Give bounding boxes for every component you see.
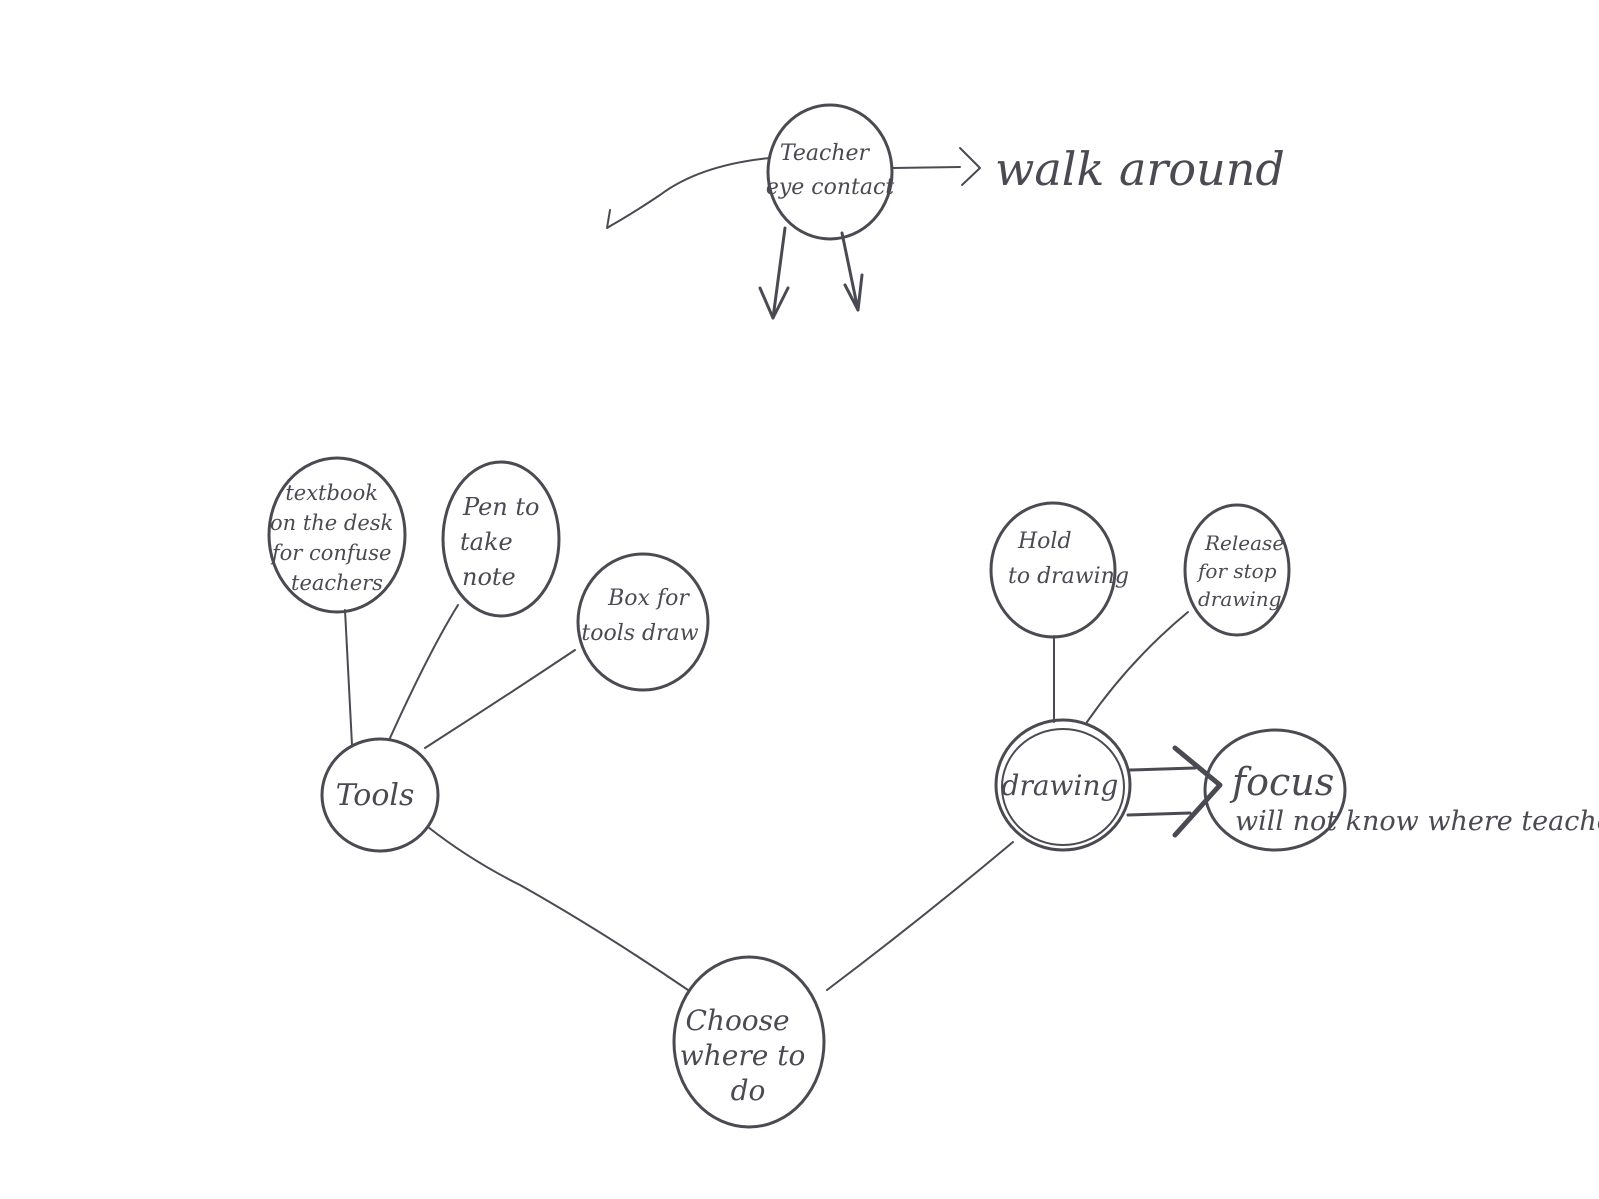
pen-label: Pen to take note — [460, 493, 547, 591]
teacher-circle — [766, 103, 894, 241]
arrow-head — [1172, 745, 1223, 838]
edge-tools-choose — [427, 826, 689, 991]
textbook-circle — [267, 456, 407, 614]
arrow-left-line — [606, 157, 771, 229]
arrow-right-head — [959, 147, 981, 186]
hold-label: Hold to drawing — [1008, 529, 1129, 589]
choose-label: Choose where to do — [680, 1004, 814, 1107]
arrow-down-right-head — [843, 273, 864, 312]
arrow-down-left-head — [758, 286, 790, 320]
edge-textbook-tools — [344, 609, 353, 746]
arrow-down-left — [771, 226, 787, 320]
box-circle — [576, 552, 710, 692]
node-circles — [267, 103, 1347, 1129]
edge-release-drawing — [1086, 611, 1189, 723]
drawing-circle — [994, 718, 1132, 852]
box-label: Box for tools draw — [581, 586, 698, 646]
textbook-label: textbook on the desk for confuse teacher… — [270, 481, 400, 595]
arrow-right-line — [892, 166, 961, 169]
hold-circle — [989, 501, 1117, 639]
drawing-focus-arrow — [1126, 745, 1223, 838]
tools-circle — [320, 737, 440, 853]
focus-label: focus — [1229, 760, 1334, 804]
choose-circle — [672, 955, 826, 1129]
connector-lines — [344, 604, 1189, 991]
drawing-label: drawing — [1002, 769, 1119, 802]
node-labels: Teacher eye contact walk around textbook… — [270, 141, 1599, 1107]
teacher-label: Teacher eye contact — [766, 141, 894, 200]
edge-choose-drawing — [826, 841, 1014, 991]
tools-label: Tools — [336, 778, 415, 813]
release-circle — [1183, 503, 1291, 637]
edge-box-tools — [424, 649, 576, 749]
release-label: Release for stop drawing — [1196, 531, 1291, 611]
arrow-down-right — [840, 231, 860, 312]
drawing-circle-inner — [1001, 728, 1125, 846]
pen-circle — [441, 460, 561, 618]
focus-circle — [1203, 728, 1347, 852]
edge-pen-tools — [389, 604, 459, 739]
walk-around-label: walk around — [995, 142, 1285, 196]
arrow-body-top — [1128, 766, 1197, 772]
teacher-arrows — [606, 147, 981, 320]
arrow-body-bottom — [1126, 811, 1192, 817]
focus-note: will not know where teacher — [1235, 806, 1599, 837]
